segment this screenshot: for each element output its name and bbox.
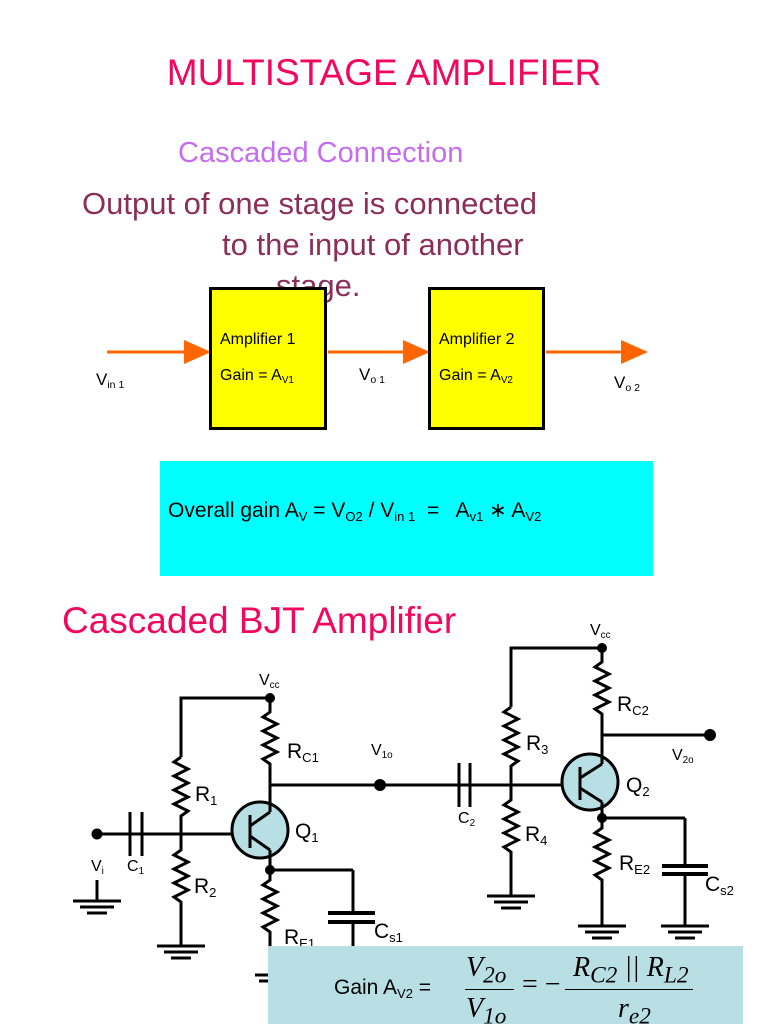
fraction1-bar	[465, 989, 514, 990]
stage1-bias-wire	[179, 696, 270, 757]
r4-resistor	[500, 785, 522, 895]
cs2-label: Cs2	[705, 873, 734, 898]
page-title: MULTISTAGE AMPLIFIER	[166, 52, 602, 93]
overall-gain-box: Overall gain AV = VO2 / Vin 1 = Av1 ∗ AV…	[160, 461, 653, 576]
gain-formula-prefix: Gain AV2 =	[334, 976, 432, 1001]
amplifier-2-block: Amplifier 2 Gain = AV2	[428, 287, 545, 430]
description-line-1: Output of one stage is connected	[82, 186, 537, 221]
subtitle: Cascaded Connection	[178, 137, 464, 169]
rc1-label: RC1	[287, 740, 319, 765]
interstage-voltage-label: Vo 1	[359, 365, 385, 387]
ground-cs2	[661, 924, 709, 940]
output-voltage-label: Vo 2	[614, 373, 640, 395]
input-voltage-label: Vin 1	[96, 370, 125, 392]
q1-transistor	[230, 800, 290, 860]
r3-label: R3	[526, 732, 549, 757]
q1-label: Q1	[295, 820, 319, 845]
rc2-resistor	[591, 648, 613, 735]
overall-gain-equation: Overall gain AV = VO2 / Vin 1 = Av1 ∗ AV…	[168, 499, 542, 524]
r1-resistor	[170, 755, 192, 834]
gain-formula-box: Gain AV2 = V2o V1o = − RC2 || RL2 re2	[268, 946, 743, 1024]
ground-r4	[487, 894, 535, 910]
v1o-label: V1o	[371, 742, 393, 761]
ground-r2	[157, 944, 205, 960]
cs1-label: Cs1	[374, 920, 403, 945]
amplifier-1-name: Amplifier 1	[220, 331, 296, 348]
v1o-node	[374, 779, 386, 791]
fraction1-numerator: V2o	[466, 952, 507, 989]
ground-re2	[578, 924, 626, 940]
c2-label: C2	[458, 810, 476, 829]
fraction2-bar	[565, 989, 693, 990]
vi-label: Vi	[91, 858, 104, 877]
vcc2-label: Vcc	[590, 622, 611, 641]
vcc1-label: Vcc	[259, 672, 280, 691]
amplifier-1-gain: Gain = AV1	[220, 367, 294, 386]
section-title: Cascaded BJT Amplifier	[62, 600, 457, 641]
ground-vi	[73, 899, 121, 915]
v2o-node	[704, 729, 716, 741]
block-diagram-arrows	[107, 340, 648, 364]
q2-label: Q2	[626, 774, 650, 799]
amplifier-2-gain: Gain = AV2	[439, 367, 513, 386]
description-line-2: to the input of another	[222, 227, 524, 262]
r2-label: R2	[194, 875, 217, 900]
vi-node	[91, 828, 103, 840]
v2o-label: V2o	[672, 747, 694, 766]
rc2-label: RC2	[617, 693, 649, 718]
re2-resistor	[591, 818, 613, 925]
r3-resistor	[500, 705, 522, 785]
amplifier-2-name: Amplifier 2	[439, 331, 515, 348]
fraction2-numerator: RC2 || RL2	[573, 952, 689, 989]
rc1-resistor	[259, 698, 281, 785]
r4-label: R4	[525, 823, 548, 848]
re2-label: RE2	[619, 852, 651, 877]
re1-resistor	[259, 870, 281, 960]
c1-label: C1	[127, 858, 145, 877]
q2-transistor	[560, 752, 620, 812]
amplifier-1-block: Amplifier 1 Gain = AV1	[209, 287, 327, 430]
fraction2-denominator: re2	[618, 993, 651, 1024]
r2-resistor	[170, 834, 192, 945]
equals-minus: = −	[522, 969, 561, 1000]
fraction1-denominator: V1o	[466, 993, 507, 1024]
stage2-bias-wire	[509, 646, 602, 707]
r1-label: R1	[195, 783, 218, 808]
